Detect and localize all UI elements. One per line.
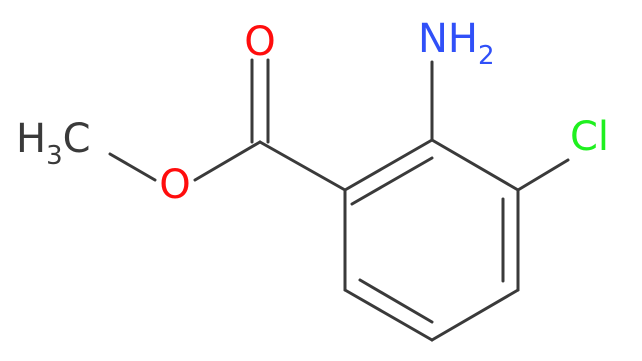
bond-ring-c5-c6: [343, 288, 434, 342]
bond-methyl-oxygen: [108, 152, 157, 182]
methyl-h: H: [16, 116, 46, 162]
atom-amine-group: NH2: [418, 16, 495, 71]
bond-ring-c1-c2-inner: [350, 156, 434, 206]
atom-methyl-group: H3C: [16, 116, 91, 171]
bonds: [108, 58, 570, 342]
methyl-c: C: [63, 116, 91, 162]
bond-ring-c2-c3: [430, 138, 520, 192]
bond-ring-c4-c5: [430, 288, 520, 342]
bond-ring-chlorine: [516, 158, 570, 192]
bond-ring-c1-c2: [343, 138, 434, 192]
bond-oxygen-carbonyl-carbon: [193, 140, 262, 182]
amine-nh: NH: [418, 16, 478, 62]
bond-carbonyl-ring: [258, 140, 347, 192]
atom-chlorine: Cl: [570, 114, 609, 160]
bond-ring-c5-c6-inner: [358, 278, 434, 324]
amine-subscript: 2: [478, 41, 495, 71]
atom-labels: O O H3C NH2 Cl: [16, 16, 609, 208]
atom-carbonyl-oxygen: O: [244, 19, 275, 65]
methyl-subscript: 3: [46, 141, 63, 171]
atom-ester-oxygen: O: [159, 162, 190, 208]
